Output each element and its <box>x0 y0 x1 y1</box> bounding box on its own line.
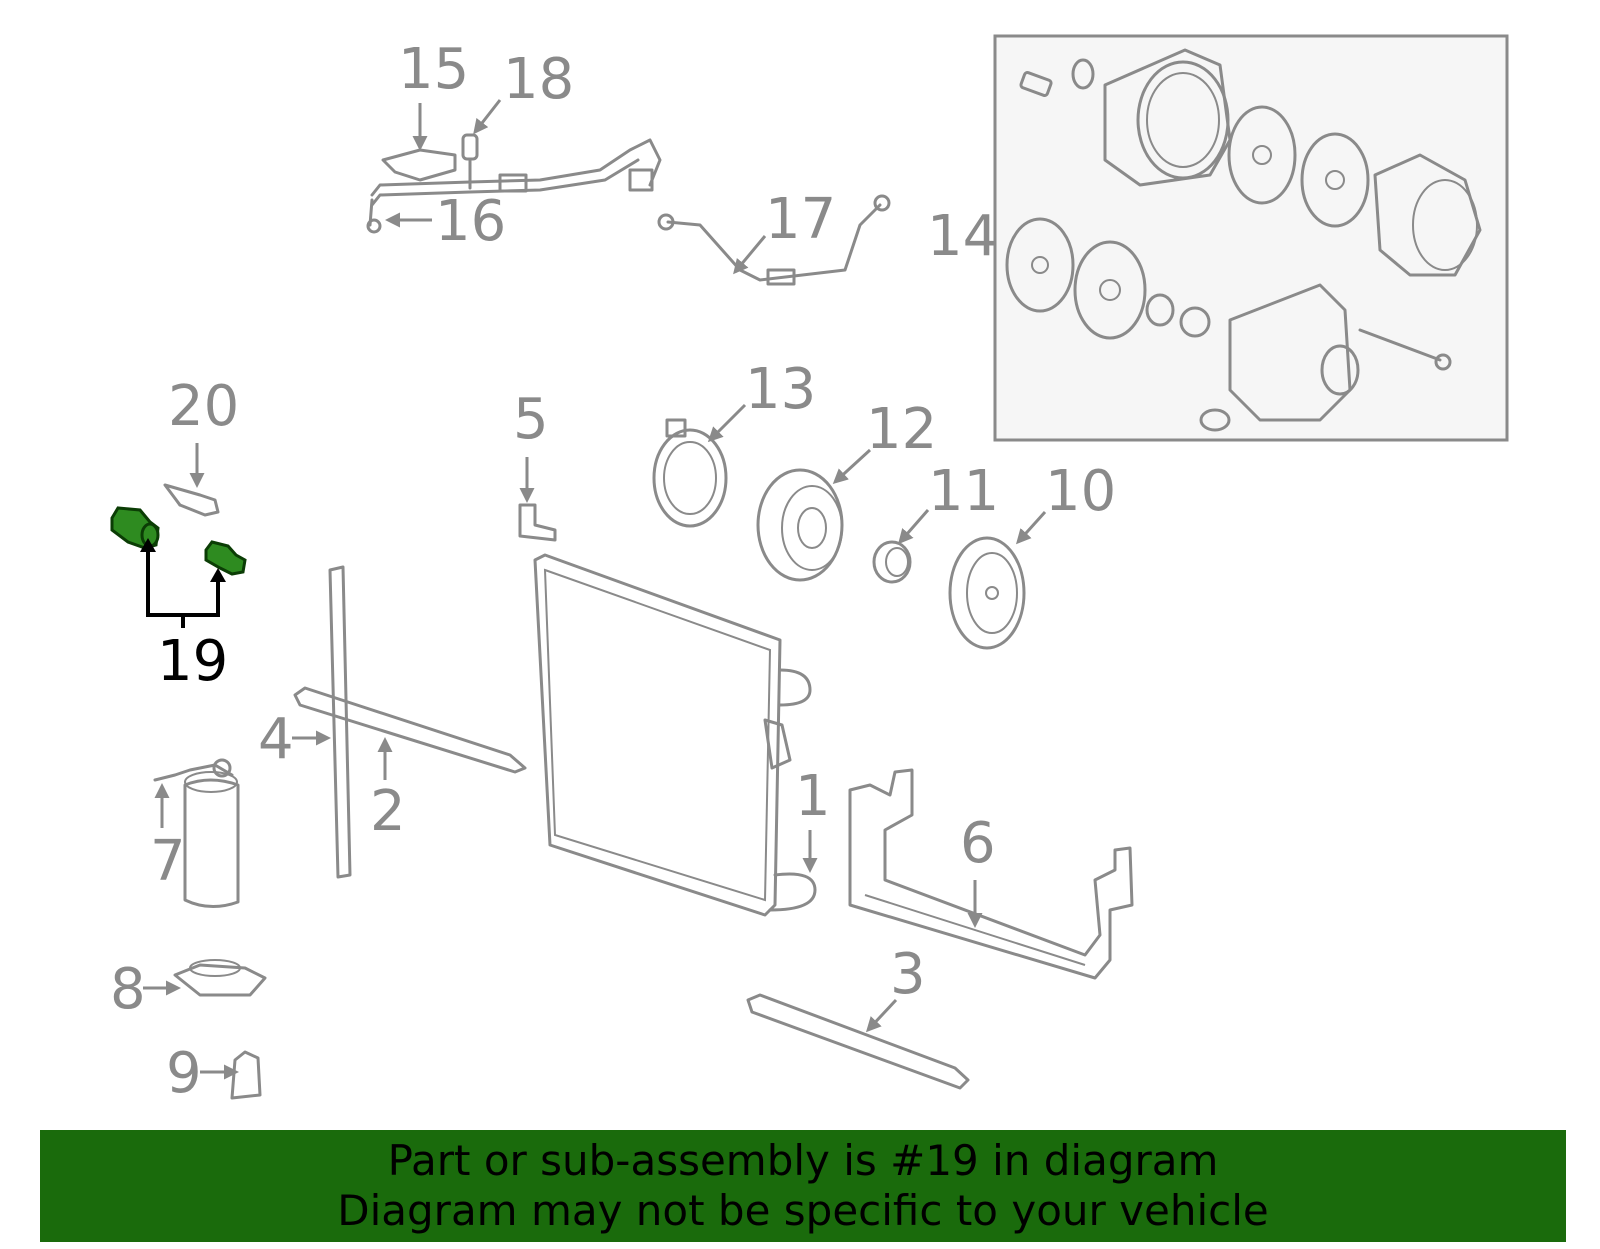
drier-7 <box>153 758 240 908</box>
callout-13: 13 <box>745 357 816 422</box>
seal-2 <box>293 686 527 774</box>
banner-line-2: Diagram may not be specific to your vehi… <box>337 1186 1269 1235</box>
callout-16: 16 <box>435 189 506 254</box>
coil-13 <box>652 418 728 528</box>
callout-6: 6 <box>960 811 996 876</box>
bracket-8 <box>173 959 267 997</box>
callout-2: 2 <box>370 779 406 844</box>
pressure-switch-19 <box>110 506 247 576</box>
callout-14: 14 <box>927 204 998 269</box>
callout-arrows <box>143 99 1047 1080</box>
condenser-1 <box>533 553 817 917</box>
callout-7: 7 <box>150 829 186 894</box>
hose-17 <box>657 194 891 286</box>
callout-17: 17 <box>765 187 836 252</box>
bracket-5 <box>518 503 557 542</box>
pulley-12 <box>756 468 844 582</box>
callout-4: 4 <box>258 707 294 772</box>
banner-line-1: Part or sub-assembly is #19 in diagram <box>387 1136 1219 1185</box>
clutch-hub-10 <box>948 536 1026 650</box>
callout-15: 15 <box>398 37 469 102</box>
callout-20: 20 <box>168 374 239 439</box>
compressor-inset <box>993 34 1509 442</box>
info-banner: Part or sub-assembly is #19 in diagram D… <box>40 1130 1566 1242</box>
switch-20 <box>163 483 220 517</box>
callout-3: 3 <box>890 942 926 1007</box>
callout-9: 9 <box>166 1041 202 1106</box>
callout-10: 10 <box>1045 459 1116 524</box>
callout-8: 8 <box>110 957 146 1022</box>
bracket-6 <box>848 768 1134 980</box>
callout-19: 19 <box>157 629 228 694</box>
hose-assembly <box>366 133 662 234</box>
callout-1: 1 <box>795 764 831 829</box>
callout-18: 18 <box>503 47 574 112</box>
bearing-11 <box>872 540 912 584</box>
callout-5: 5 <box>513 387 549 452</box>
bracket-9 <box>230 1050 262 1100</box>
seal-3 <box>746 993 970 1090</box>
callout-11: 11 <box>928 459 999 524</box>
seal-4 <box>328 565 352 879</box>
callout-12: 12 <box>866 397 937 462</box>
callout-19-arrows <box>140 538 226 628</box>
